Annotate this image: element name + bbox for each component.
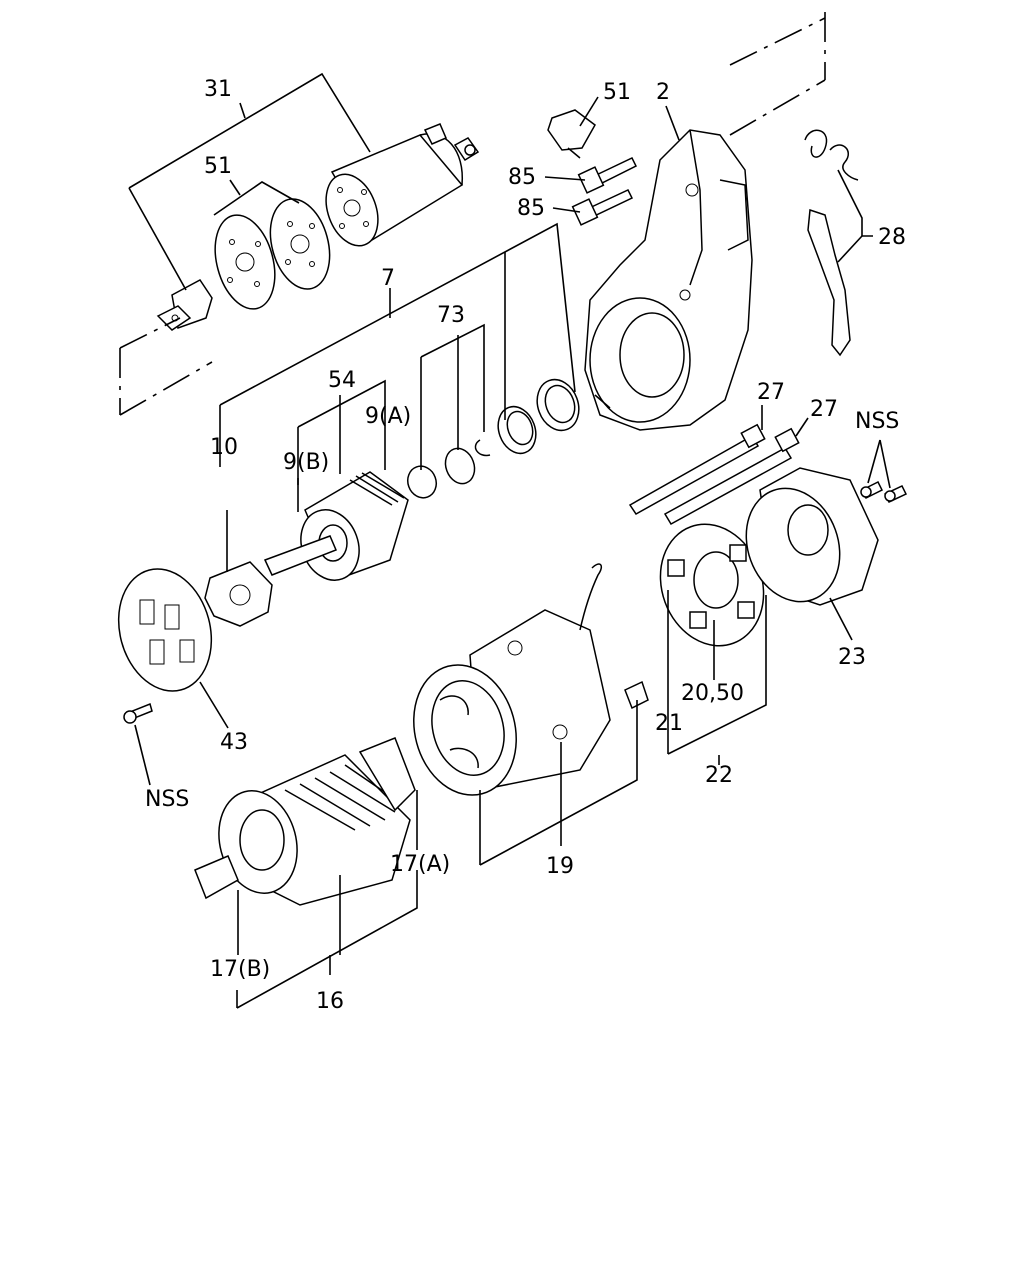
- rear-cover: [745, 467, 879, 606]
- callout-17a: 17(A): [390, 852, 450, 877]
- armature: [194, 737, 416, 906]
- callout-28: 28: [878, 225, 906, 250]
- screw-nss-left: [123, 702, 153, 724]
- overrunning-clutch: [300, 471, 409, 581]
- callout-16: 16: [316, 989, 344, 1014]
- callout-27-right: 27: [810, 397, 838, 422]
- callout-43: 43: [220, 730, 248, 755]
- callout-17b: 17(B): [210, 957, 270, 982]
- callout-51-cover: 51: [603, 80, 631, 105]
- plunger: [156, 279, 213, 331]
- callout-nss-left: NSS: [145, 787, 189, 812]
- yoke-assembly: [413, 563, 649, 796]
- callout-19: 19: [546, 854, 574, 879]
- callout-51-plates: 51: [204, 154, 232, 179]
- pinion-clutch-group: [407, 378, 580, 499]
- callout-54: 54: [328, 368, 356, 393]
- callout-85-lower: 85: [517, 196, 545, 221]
- drive-housing: [584, 129, 753, 431]
- shift-lever: [804, 129, 859, 357]
- solenoid-plates: [214, 198, 331, 310]
- callout-nss-right: NSS: [855, 409, 899, 434]
- pinion-gear: [204, 535, 337, 627]
- callout-27-left: 27: [757, 380, 785, 405]
- callout-21: 21: [655, 711, 683, 736]
- callout-73: 73: [437, 303, 465, 328]
- callout-20-50: 20,50: [681, 681, 744, 706]
- through-bolts: [628, 423, 800, 526]
- callout-10: 10: [210, 435, 238, 460]
- dust-cover: [547, 109, 596, 159]
- callout-85-upper: 85: [508, 165, 536, 190]
- callout-7: 7: [381, 266, 395, 291]
- callout-9b: 9(B): [283, 450, 329, 475]
- brush-holder: [659, 523, 765, 647]
- screws-nss-right: [860, 480, 908, 503]
- bolts-85: [571, 157, 638, 226]
- solenoid-switch: [325, 123, 480, 247]
- callout-labels: 31 51 51 2 85 85 28 7 73 54 9(A) 9(B) 10…: [145, 77, 906, 1014]
- callout-9a: 9(A): [365, 404, 411, 429]
- front-cover: [117, 568, 213, 692]
- callout-2: 2: [656, 80, 670, 105]
- callout-22: 22: [705, 763, 733, 788]
- callout-23: 23: [838, 645, 866, 670]
- callout-31: 31: [204, 77, 232, 102]
- leader-lines: [119, 12, 891, 1009]
